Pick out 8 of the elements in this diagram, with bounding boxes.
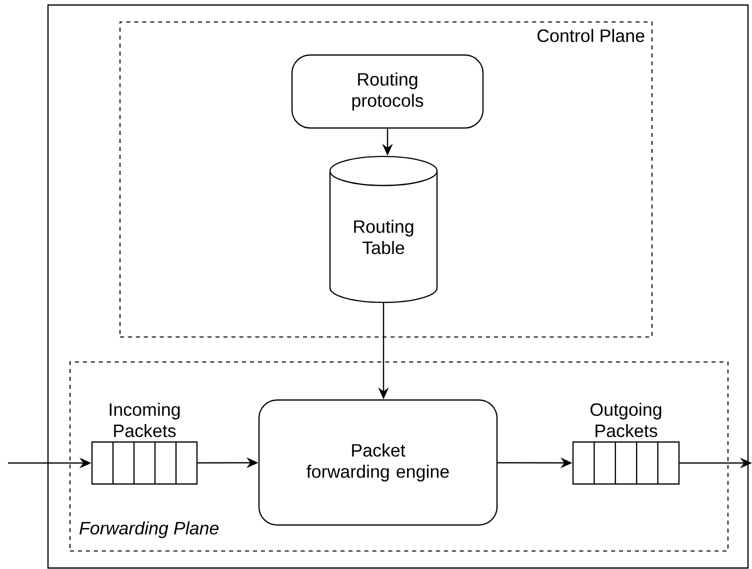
process-box: Routing protocols xyxy=(291,54,484,129)
process-box: Packet forwarding engine xyxy=(258,399,498,526)
node-label: Outgoing Packets xyxy=(590,402,662,438)
packet-queue: Incoming Packets xyxy=(91,402,198,485)
router-box xyxy=(47,4,749,569)
node-label: Incoming Packets xyxy=(110,402,180,438)
packet-queue: Outgoing Packets xyxy=(572,402,680,485)
database-cylinder: Routing Table xyxy=(329,156,438,303)
